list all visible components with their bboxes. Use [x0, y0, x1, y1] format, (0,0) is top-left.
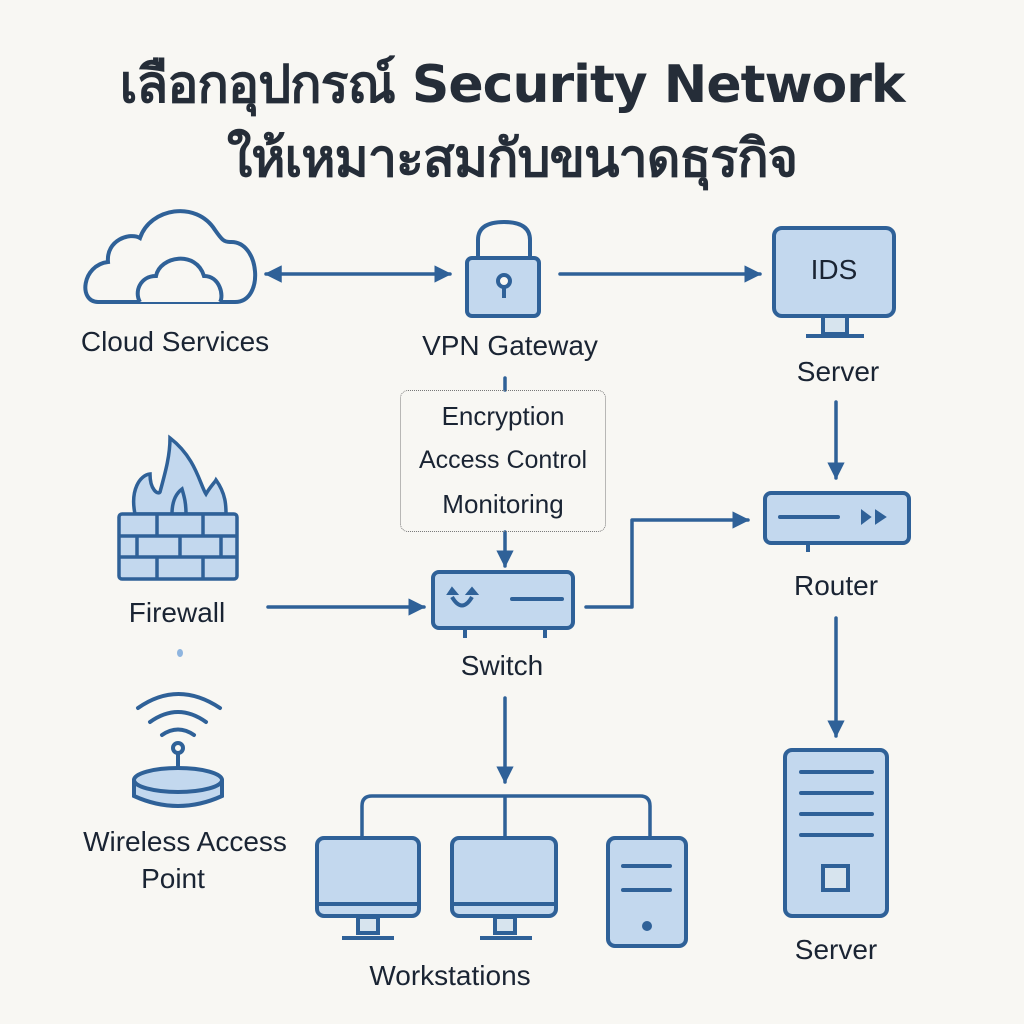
firewall-label: Firewall [128, 597, 226, 628]
router-icon [763, 491, 911, 552]
wireless-access-point-icon [132, 692, 224, 808]
wap-label-line-2: Point [141, 863, 205, 894]
padlock-icon [465, 219, 541, 318]
switch-icon [431, 570, 575, 638]
vpn-features-box: Encryption Access Control Monitoring [400, 390, 606, 532]
title-line-1: เลือกอุปกรณ์ Security Network [119, 55, 906, 115]
title-line-2: ให้เหมาะสมกับขนาดธุรกิจ [226, 129, 798, 189]
ids-server-label: Server [796, 356, 880, 387]
workstation-icon-2 [450, 836, 558, 940]
vpn-gateway-label: VPN Gateway [422, 330, 598, 361]
feature-access-control: Access Control [418, 446, 588, 474]
switch-label: Switch [460, 650, 544, 681]
connector-workstation-bus [360, 794, 652, 838]
dot-marker [177, 649, 183, 657]
workstations-label: Workstations [369, 960, 531, 991]
feature-monitoring: Monitoring [442, 489, 564, 519]
workstation-tower-icon [606, 836, 688, 948]
workstation-icon-1 [315, 836, 421, 940]
server-tower-icon [783, 748, 889, 918]
wap-label-line-1: Wireless Access [83, 826, 287, 857]
ids-screen-label: IDS [810, 254, 858, 285]
monitor-icon [772, 226, 896, 338]
feature-encryption: Encryption [441, 401, 565, 431]
connector-switch-router [584, 511, 750, 609]
cloud-icon [83, 209, 257, 304]
server-label: Server [794, 934, 878, 965]
router-label: Router [793, 570, 879, 601]
cloud-services-label: Cloud Services [80, 326, 270, 357]
firewall-icon [117, 434, 239, 581]
